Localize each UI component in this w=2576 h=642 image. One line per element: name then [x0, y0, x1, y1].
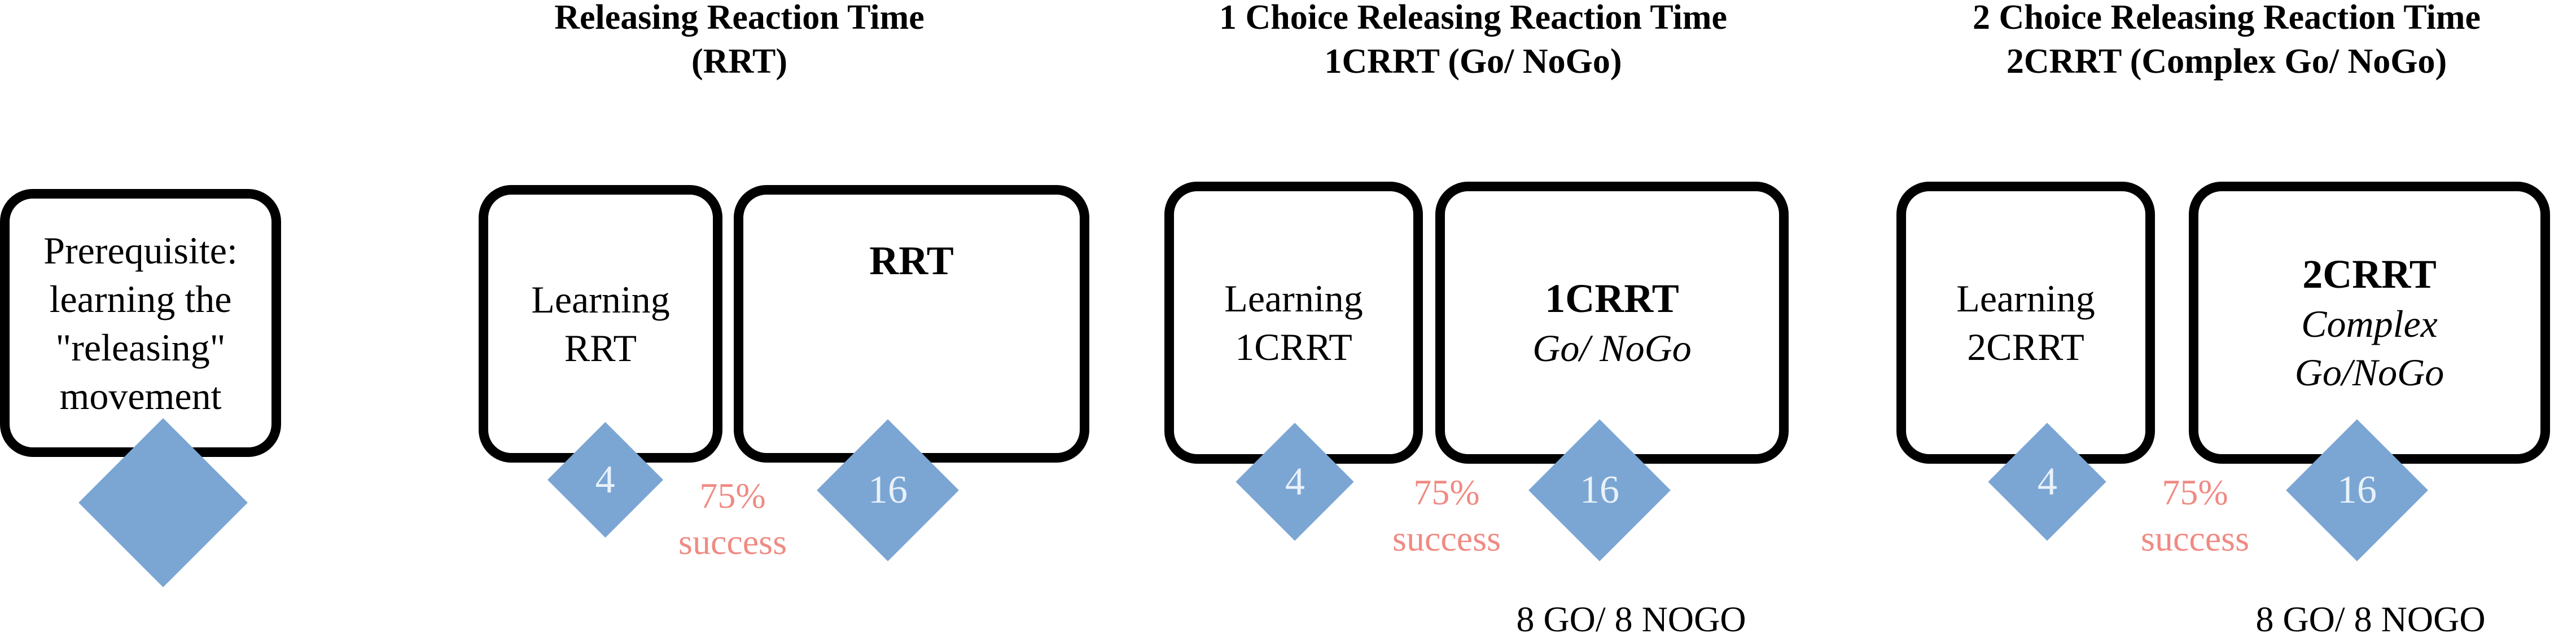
- crrt2-main-sublabel-line-1: Complex: [2301, 302, 2438, 345]
- crrt1-title-line-2: 1CRRT (Go/ NoGo): [1324, 42, 1622, 81]
- crrt2-main-sessions: 16: [2337, 468, 2377, 512]
- crrt1-go-nogo-label: 8 GO/ 8 NOGO: [1516, 599, 1746, 639]
- prerequisite-line-1: Prerequisite:: [43, 228, 238, 272]
- crrt1-learning-line-2: 1CRRT: [1235, 326, 1352, 368]
- crrt2-learning-line-1: Learning: [1956, 277, 2095, 320]
- crrt1-main-label: 1CRRT: [1545, 276, 1679, 321]
- rrt-learning-line-1: Learning: [531, 278, 670, 321]
- crrt2-learning-box: Learning 2CRRT: [1896, 182, 2155, 464]
- crrt2-success-line-2: success: [2141, 518, 2249, 559]
- rrt-success-line-1: 75%: [699, 476, 766, 516]
- crrt1-main-box: 1CRRT Go/ NoGo: [1435, 182, 1789, 464]
- crrt1-title: 1 Choice Releasing Reaction Time 1CRRT (…: [1180, 0, 1767, 83]
- crrt1-learning-box: Learning 1CRRT: [1164, 182, 1423, 464]
- rrt-success-label: 75% success: [659, 473, 806, 565]
- crrt2-title-line-2: 2CRRT (Complex Go/ NoGo): [2006, 42, 2447, 81]
- crrt2-learning-line-2: 2CRRT: [1967, 326, 2084, 368]
- crrt2-main-label: 2CRRT: [2302, 252, 2437, 297]
- crrt2-main-sublabel-line-2: Go/NoGo: [2294, 351, 2444, 394]
- crrt2-main-box: 2CRRT Complex Go/NoGo: [2189, 182, 2550, 464]
- crrt1-title-line-1: 1 Choice Releasing Reaction Time: [1219, 0, 1728, 37]
- rrt-title-line-1: Releasing Reaction Time: [554, 0, 925, 37]
- rrt-main-sessions: 16: [868, 468, 908, 512]
- crrt1-main-sublabel: Go/ NoGo: [1532, 327, 1692, 370]
- prerequisite-box: Prerequisite: learning the "releasing" m…: [0, 189, 281, 457]
- prerequisite-line-3: "releasing": [55, 326, 226, 369]
- rrt-learning-line-2: RRT: [564, 327, 637, 370]
- rrt-title-line-2: (RRT): [691, 42, 787, 81]
- crrt1-success-line-1: 75%: [1413, 472, 1480, 512]
- rrt-main-label: RRT: [869, 238, 954, 283]
- crrt1-main-sessions: 16: [1580, 468, 1619, 512]
- rrt-title: Releasing Reaction Time (RRT): [485, 0, 993, 83]
- crrt2-success-label: 75% success: [2122, 469, 2268, 562]
- crrt1-success-label: 75% success: [1373, 469, 1520, 562]
- crrt1-success-line-2: success: [1392, 518, 1501, 559]
- crrt1-learning-line-1: Learning: [1224, 277, 1363, 320]
- rrt-success-line-2: success: [678, 522, 787, 562]
- crrt1-learning-sessions: 4: [1285, 460, 1305, 503]
- crrt2-title: 2 Choice Releasing Reaction Time 2CRRT (…: [1913, 0, 2540, 83]
- rrt-learning-box: Learning RRT: [479, 185, 722, 463]
- crrt2-success-line-1: 75%: [2162, 472, 2228, 512]
- prerequisite-line-2: learning the: [49, 277, 232, 320]
- rrt-main-box: RRT: [734, 185, 1089, 463]
- prerequisite-line-4: movement: [59, 374, 222, 417]
- crrt2-title-line-1: 2 Choice Releasing Reaction Time: [1972, 0, 2481, 37]
- rrt-learning-sessions: 4: [595, 458, 615, 502]
- crrt2-learning-sessions: 4: [2037, 460, 2057, 503]
- crrt2-go-nogo-label: 8 GO/ 8 NOGO: [2255, 599, 2486, 639]
